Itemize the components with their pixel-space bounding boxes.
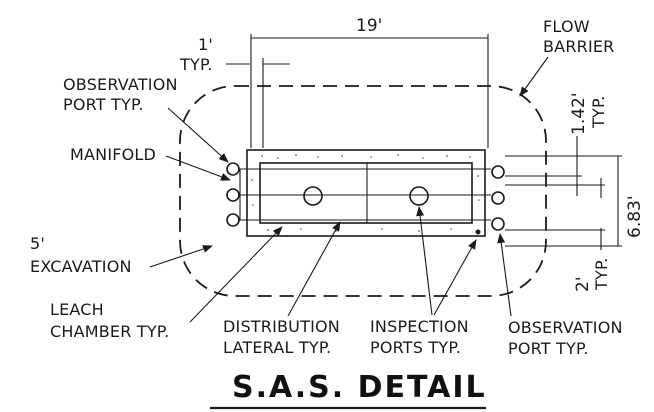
dim-683-label: 6.83' [625,195,645,238]
observation-port-right-middle [491,191,505,205]
observation-port-right-top [491,165,505,179]
manifold-label: MANIFOLD [70,145,156,164]
dim-2-label: 2' [573,277,593,293]
leach-chamber-label-2: CHAMBER TYP. [50,322,169,341]
dim-19-label: 19' [356,16,382,36]
chamber-corner-dot [475,229,481,235]
leach-chamber-inner [259,162,473,224]
inspection-ports-leader-right [433,239,477,316]
observation-port-left-label-1: OBSERVATION [63,75,178,94]
excavation-leader [149,245,213,268]
inspection-port-right [409,186,429,206]
observation-port-left-top [226,162,240,176]
excavation-label-2: EXCAVATION [30,257,132,276]
flow-barrier-label-1: FLOW [543,17,590,36]
flow-barrier-leader [519,56,549,97]
observation-port-right-leader [497,233,512,317]
observation-port-left-middle [226,188,240,202]
dim-142-typ: TYP. [589,95,608,129]
leach-chamber-leader [189,226,283,323]
diagram-title: S.A.S. DETAIL [232,370,487,405]
manifold-leader [165,155,231,181]
observation-port-left-label-2: PORT TYP. [63,95,144,114]
inspection-port-left [303,186,323,206]
excavation-label-1: 5' [30,234,45,253]
dim-1-typ: TYP. [179,55,213,74]
leach-chamber-outer [246,149,486,237]
flow-barrier-label-2: BARRIER [543,37,615,56]
leach-chamber-label-1: LEACH [50,300,104,319]
distribution-lateral-label-2: LATERAL TYP. [223,338,331,357]
flow-barrier-outline [179,85,547,297]
inspection-ports-label-2: PORTS TYP. [370,338,461,357]
dim-2-typ: TYP. [592,257,611,291]
dim-142-label: 1.42' [569,92,589,135]
observation-port-right-label-1: OBSERVATION [508,318,623,337]
distribution-lateral-label-1: DISTRIBUTION [223,317,340,336]
observation-port-right-label-2: PORT TYP. [508,339,589,358]
dim-1-label: 1' [198,35,213,54]
inspection-ports-leader-left [416,206,433,316]
inspection-ports-label-1: INSPECTION [370,317,469,336]
observation-port-right-bottom [491,217,505,231]
distribution-lateral-leader [287,221,341,317]
observation-port-left-bottom [226,213,240,227]
observation-port-left-leader [167,107,229,163]
